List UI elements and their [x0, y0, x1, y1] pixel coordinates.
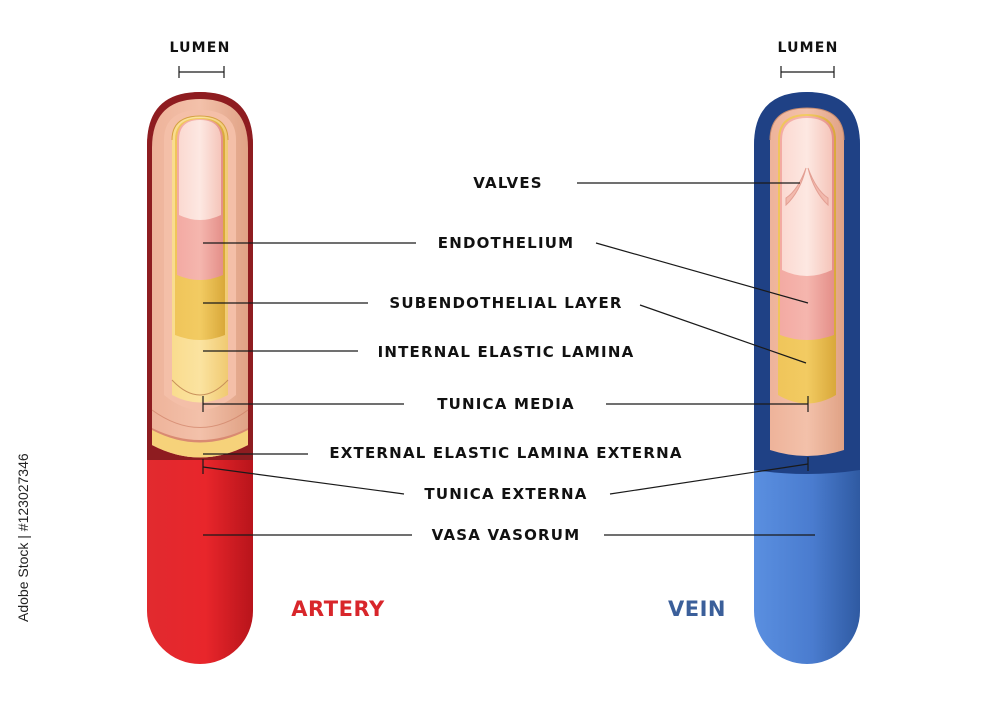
- vein-illustration: [754, 92, 860, 664]
- lumen-label-left: LUMEN: [169, 40, 230, 56]
- structure-labels: VALVES ENDOTHELIUM SUBENDOTHELIAL LAYER …: [329, 174, 682, 544]
- artery-illustration: [147, 92, 253, 664]
- vein-title: VEIN: [668, 597, 726, 621]
- artery-title: ARTERY: [291, 597, 385, 621]
- label-endothelium: ENDOTHELIUM: [438, 234, 574, 252]
- label-subendothelial-layer: SUBENDOTHELIAL LAYER: [389, 294, 622, 312]
- label-internal-elastic-lamina: INTERNAL ELASTIC LAMINA: [378, 343, 635, 361]
- label-tunica-media: TUNICA MEDIA: [437, 395, 575, 413]
- valve-shape: [785, 167, 807, 207]
- lumen-bracket-right: LUMEN: [777, 40, 838, 78]
- label-valves: VALVES: [473, 174, 543, 192]
- label-tunica-externa: TUNICA EXTERNA: [424, 485, 587, 503]
- lumen-bracket-left: LUMEN: [169, 40, 230, 78]
- lumen-label-right: LUMEN: [777, 40, 838, 56]
- stock-id-text: Adobe Stock | #123027346: [15, 453, 31, 622]
- leader-lines: [202, 182, 815, 536]
- label-external-elastic-lamina: EXTERNAL ELASTIC LAMINA EXTERNA: [329, 444, 682, 462]
- label-vasa-vasorum: VASA VASORUM: [432, 526, 581, 544]
